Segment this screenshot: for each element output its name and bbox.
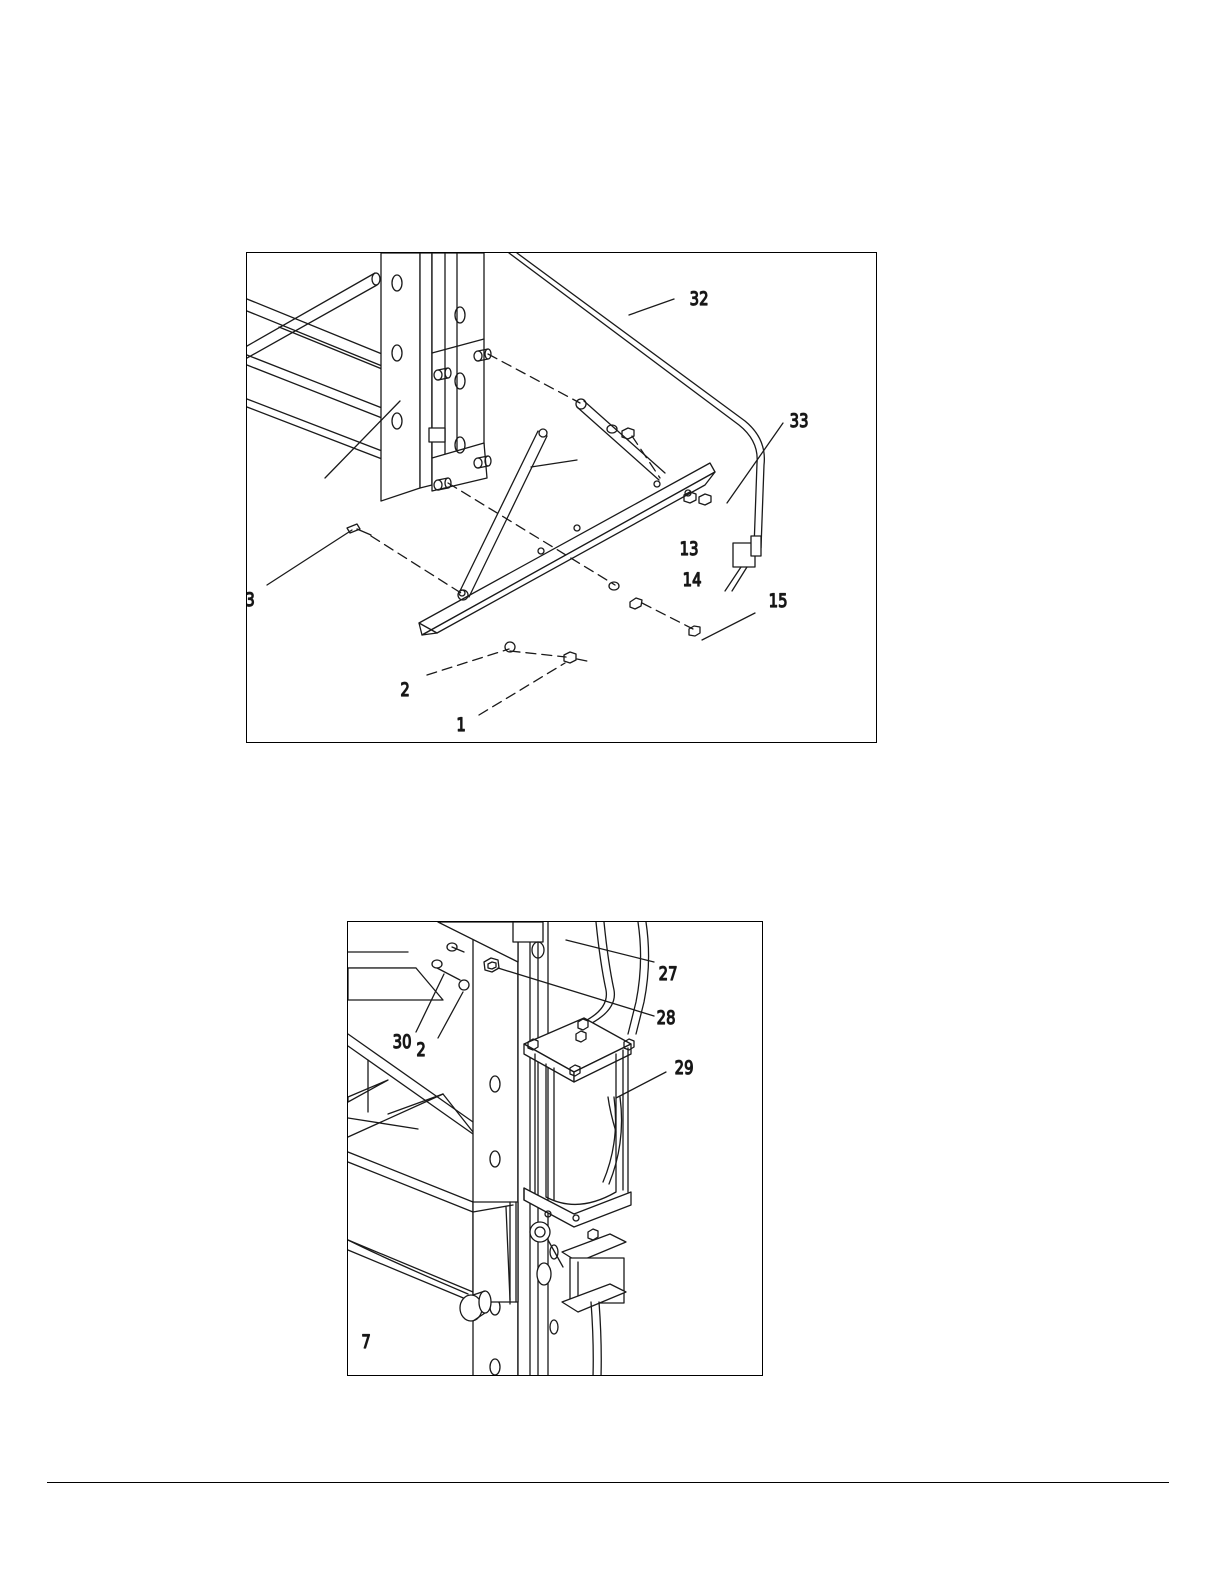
callout-27: 27 [659,963,678,985]
upper-link [576,399,665,480]
callout-1: 1 [456,714,465,736]
footer-rule [47,1482,1169,1483]
figure-top-drawing: 32 33 13 14 15 3 2 1 [247,253,877,743]
callout-15: 15 [769,590,788,612]
callout-28: 28 [657,1007,676,1029]
callout-2: 2 [400,679,409,701]
tray-plate [419,463,715,635]
column [438,922,558,1376]
callout-32: 32 [690,288,709,310]
callout-7: 7 [361,1331,370,1353]
air-cylinder [524,1018,634,1227]
callout-14: 14 [683,569,702,591]
callout-3: 3 [247,589,255,611]
callout-13: 13 [680,538,699,560]
figure-bottom-drawing: 27 28 29 30 2 7 [348,922,763,1376]
air-hose [509,253,764,591]
callout-33: 33 [790,410,809,432]
pump-unit [530,1222,626,1376]
callout-2-bottom: 2 [416,1039,425,1061]
callout-29: 29 [675,1057,694,1079]
assembly-figure-bottom: 27 28 29 30 2 7 [347,921,763,1376]
base-frame [247,273,382,459]
callout-30: 30 [393,1031,412,1053]
assembly-figure-top: 32 33 13 14 15 3 2 1 [246,252,877,743]
upright-post [381,253,491,501]
